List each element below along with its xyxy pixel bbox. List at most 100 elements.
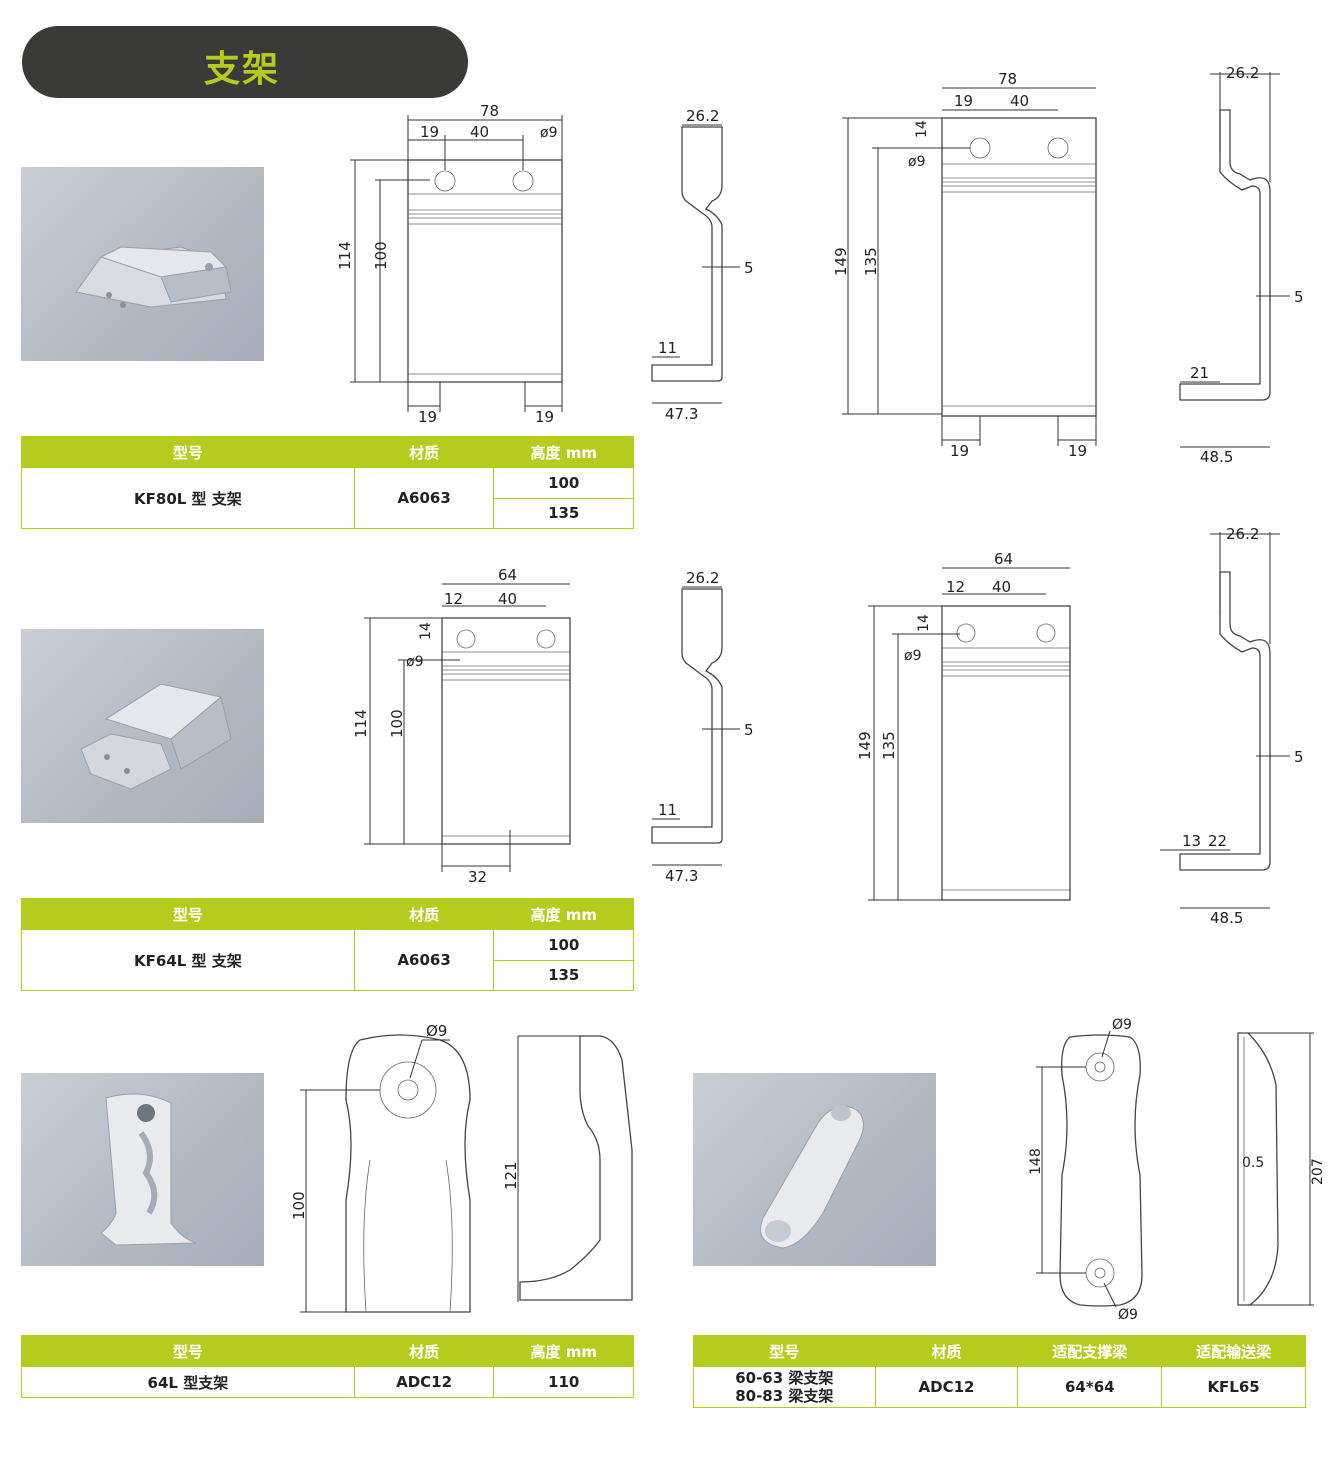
beam-front-drawing: Ø9 Ø9 148 [1028,1017,1143,1323]
dim-height: 148 [1028,1148,1044,1175]
dim-foot-b: 22 [1208,832,1227,850]
dim-bottom: 47.3 [665,405,698,423]
dim-thickness: 5 [744,721,754,739]
dim-foot: 11 [658,801,677,819]
dim-width: 78 [480,102,499,120]
dim-hole-top: Ø9 [1112,1017,1132,1033]
hole-bottom [1094,1267,1106,1279]
header-model: 型号 [21,898,355,930]
dim-hole: ø9 [904,648,921,664]
dim-b: 40 [1010,92,1029,110]
dim-top: 26.2 [1226,64,1259,82]
dim-bottom: 48.5 [1200,448,1233,466]
plate-outline [941,605,1071,901]
cell-material: ADC12 [353,1366,495,1398]
cell-material: A6063 [353,929,495,991]
dim-height-total: 114 [352,709,370,738]
model-line-2: 80-83 梁支架 [735,1387,834,1405]
dim-thickness: 5 [1294,288,1304,306]
dim-height-total: 149 [856,731,874,760]
cell-height: 135 [493,959,634,991]
kf80l-front-drawing-100: 78 19 40 ø9 114 100 19 19 [336,102,563,426]
hole-right [512,170,534,192]
dim-foot-a: 13 [1182,832,1201,850]
header-model: 型号 [693,1335,876,1367]
dim-height: 100 [290,1191,308,1220]
plate-outline [441,617,571,845]
dim-b: 40 [498,590,517,608]
dim-thickness: 0.5 [1242,1155,1264,1171]
header-material: 材质 [353,1335,495,1367]
section-title-pill: 支架 [22,26,468,98]
dim-b: 40 [992,578,1011,596]
header-model: 型号 [21,1335,355,1367]
kf64l-front-drawing-135: 64 12 40 14 ø9 149 135 [856,550,1071,901]
outline [519,1035,633,1301]
cell-height: 100 [493,929,634,961]
dim-hole: ø9 [540,125,557,141]
cell-material: ADC12 [874,1366,1019,1408]
header-material: 材质 [353,436,495,468]
l64-spec-table: 型号 材质 高度 mm 64L 型支架 ADC12 110 [21,1335,634,1398]
outline [345,1034,471,1313]
page-title: 支架 [204,49,281,90]
model-line-1: 60-63 梁支架 [735,1369,834,1387]
l64-side-drawing: 121 [502,1035,633,1302]
cell-height: 110 [493,1366,634,1398]
kf64l-photo [21,629,264,823]
header-height: 高度 mm [493,898,634,930]
outline [1059,1034,1143,1307]
kf64l-spec-table: 型号 材质 高度 mm KF64L 型 支架 A6063 100 135 [21,898,634,991]
dim-foot: 11 [658,339,677,357]
beam-photo [693,1073,936,1266]
hole-left [956,623,976,643]
dim-bottom-left: 19 [418,408,437,426]
header-height: 高度 mm [493,1335,634,1367]
dim-bottom: 47.3 [665,867,698,885]
cell-material: A6063 [353,467,495,529]
l64-front-drawing: Ø9 100 [290,1022,471,1313]
dim-top: 26.2 [1226,525,1259,543]
dim-height-inner: 100 [388,709,406,738]
cell-model: 60-63 梁支架 80-83 梁支架 [693,1366,876,1408]
dim-a: 19 [420,123,439,141]
hole-top [1094,1061,1106,1073]
header-height: 高度 mm [493,436,634,468]
dim-b: 40 [470,123,489,141]
profile [1179,571,1271,871]
cell-model: 64L 型支架 [21,1366,355,1398]
hole [397,1079,419,1101]
dim-hole: ø9 [406,654,423,670]
kf80l-side-drawing-135: 26.2 5 21 48.5 [1179,64,1304,466]
dim-height: 121 [502,1161,520,1190]
dim-width: 64 [994,550,1013,568]
dim-bottom-left: 19 [950,442,969,460]
header-material: 材质 [874,1335,1019,1367]
hole-right [536,629,556,649]
kf64l-side-drawing-100: 26.2 5 11 47.3 [651,569,754,885]
dim-hole-bottom: Ø9 [1118,1307,1138,1323]
cell-support: 64*64 [1017,1366,1163,1408]
kf80l-side-drawing-100: 26.2 5 11 47.3 [651,107,754,423]
profile [651,126,723,382]
cell-height: 135 [493,497,634,529]
hole-left [434,170,456,192]
beam-spec-table: 型号 材质 适配支撑梁 适配输送梁 60-63 梁支架 80-83 梁支架 AD… [693,1335,1306,1408]
kf64l-bracket-image [80,683,232,790]
dim-bottom: 32 [468,868,487,886]
beam-side-drawing: 0.5 207 [1237,1032,1326,1306]
plate-outline [941,117,1097,417]
outline [1237,1032,1279,1306]
dim-height-total: 149 [832,247,850,276]
dim-width: 78 [998,70,1017,88]
header-support-beam: 适配支撑梁 [1017,1335,1163,1367]
hole-right [1047,137,1069,159]
kf64l-side-drawing-135: 26.2 5 13 22 48.5 [1160,525,1304,927]
dim-top-offset: 14 [916,614,932,632]
beam-bracket-image [760,1105,864,1249]
dim-foot: 21 [1190,364,1209,382]
dim-bottom-right: 19 [535,408,554,426]
header-model: 型号 [21,436,355,468]
dim-height: 207 [1310,1158,1326,1185]
dim-bottom: 48.5 [1210,909,1243,927]
